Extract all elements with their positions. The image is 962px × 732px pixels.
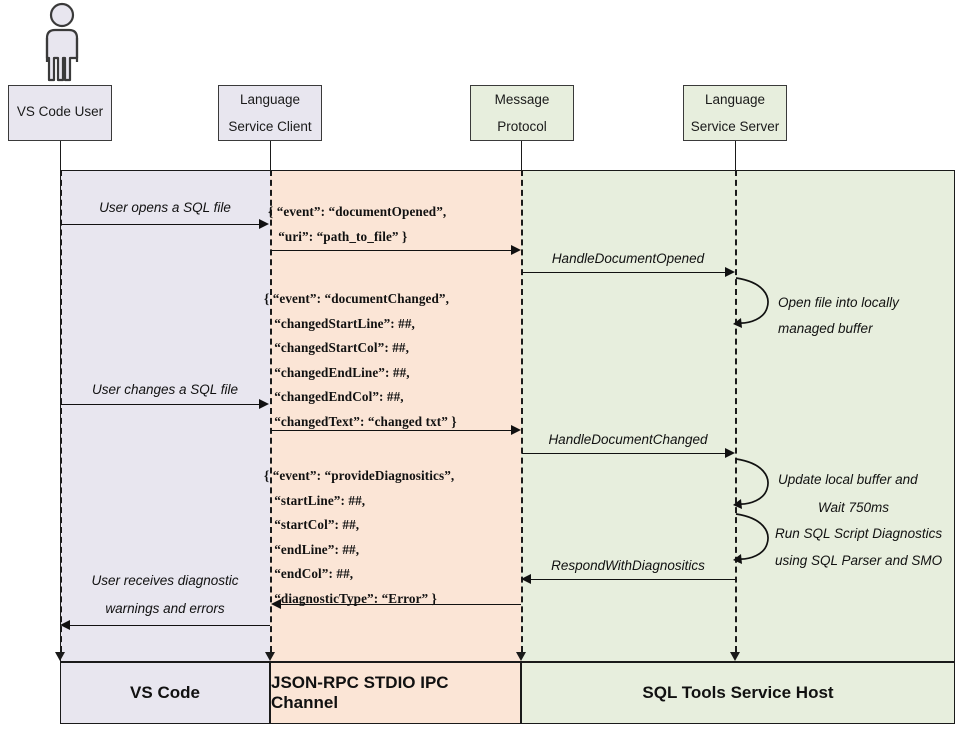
self-loop-update-buffer (731, 455, 781, 511)
participant-label-line2: Service Client (228, 118, 312, 134)
note-run-diagnostics-line2: using SQL Parser and SMO (775, 553, 943, 568)
lifeline-language-service-client (270, 170, 272, 652)
arrow-head-user-opens-file (259, 219, 269, 229)
band-sql-tools-host (521, 170, 955, 662)
message-label-handle-document-opened: HandleDocumentOpened (551, 251, 705, 266)
lifeline-arrow-vs-code-user (55, 652, 65, 661)
participant-label-line1: VS Code User (16, 104, 104, 120)
arrow-head-handle-document-opened (725, 267, 735, 277)
participant-vs-code-user[interactable]: VS Code User (8, 85, 112, 141)
message-label-user-opens-file: User opens a SQL file (99, 200, 231, 215)
footer-box-vs-code[interactable]: VS Code (60, 662, 270, 724)
participant-label-line1: Language (239, 92, 301, 107)
participant-label-line2: Service Server (690, 118, 780, 134)
participant-language-service-client[interactable]: Language Service Client (218, 85, 322, 141)
participant-label-line1: Language (704, 92, 766, 107)
participant-language-service-server[interactable]: Language Service Server (683, 85, 787, 141)
note-run-diagnostics-line1: Run SQL Script Diagnostics (775, 526, 943, 541)
lifeline-stub-message-protocol (521, 141, 522, 170)
lifeline-message-protocol (521, 170, 523, 652)
message-label-handle-document-changed: HandleDocumentChanged (548, 432, 708, 447)
lifeline-vs-code-user (60, 170, 62, 652)
band-json-rpc (270, 170, 521, 662)
arrow-handle-document-changed (522, 453, 725, 454)
arrow-head-protocol-to-client-diagnostics (271, 599, 281, 609)
footer-box-sql-tools-host[interactable]: SQL Tools Service Host (521, 662, 955, 724)
self-loop-open-file (731, 274, 781, 330)
participant-label-line1: Message (494, 92, 550, 107)
arrow-head-client-to-protocol-changed (511, 425, 521, 435)
footer-label: VS Code (130, 683, 200, 702)
lifeline-language-service-server (735, 170, 737, 652)
lifeline-stub-vs-code-user (60, 141, 61, 170)
arrow-protocol-to-client-diagnostics (281, 604, 521, 605)
message-label-user-changes-file: User changes a SQL file (91, 382, 239, 397)
arrow-client-to-protocol-opened (271, 250, 511, 251)
footer-label: JSON-RPC STDIO IPC Channel (271, 673, 449, 712)
arrow-respond-with-diagnostics (531, 579, 735, 580)
participant-message-protocol[interactable]: Message Protocol (470, 85, 574, 141)
payload-provide-diagnostics: { “event”: “provideDiagnositics”, “start… (264, 468, 455, 606)
band-vs-code (60, 170, 270, 662)
message-label-user-receives-line2: warnings and errors (105, 601, 225, 616)
self-loop-run-diagnostics (731, 510, 781, 566)
arrow-head-respond-with-diagnostics (521, 574, 531, 584)
footer-label: SQL Tools Service Host (642, 683, 834, 702)
payload-document-opened: { “event”: “documentOpened”, “uri”: “pat… (268, 204, 447, 244)
vs-code-user-actor (34, 2, 90, 84)
lifeline-arrow-language-service-server (730, 652, 740, 661)
payload-document-changed: { “event”: “documentChanged”, “changedSt… (264, 291, 457, 429)
arrow-head-user-changes-file (259, 399, 269, 409)
lifeline-arrow-language-service-client (265, 652, 275, 661)
lifeline-stub-language-service-server (735, 141, 736, 170)
note-update-buffer-line2: Wait 750ms (818, 500, 890, 515)
participant-label-line2: Protocol (497, 118, 547, 134)
arrow-handle-document-opened (522, 272, 725, 273)
note-update-buffer-line1: Update local buffer and (778, 472, 918, 487)
note-open-file-line1: Open file into locally (778, 295, 899, 310)
arrow-head-handle-document-changed (725, 448, 735, 458)
arrow-user-receives-diagnostics (70, 625, 270, 626)
message-label-respond-with-diagnostics: RespondWithDiagnositics (551, 558, 705, 573)
arrow-head-user-receives-diagnostics (60, 620, 70, 630)
footer-box-json-rpc[interactable]: JSON-RPC STDIO IPC Channel (270, 662, 521, 724)
arrow-head-client-to-protocol-opened (511, 245, 521, 255)
lifeline-stub-language-service-client (270, 141, 271, 170)
note-open-file-line2: managed buffer (778, 321, 873, 336)
lifeline-arrow-message-protocol (516, 652, 526, 661)
message-label-user-receives-line1: User receives diagnostic (91, 573, 239, 588)
arrow-client-to-protocol-changed (271, 430, 511, 431)
arrow-user-opens-file (61, 224, 260, 225)
arrow-user-changes-file (61, 404, 260, 405)
